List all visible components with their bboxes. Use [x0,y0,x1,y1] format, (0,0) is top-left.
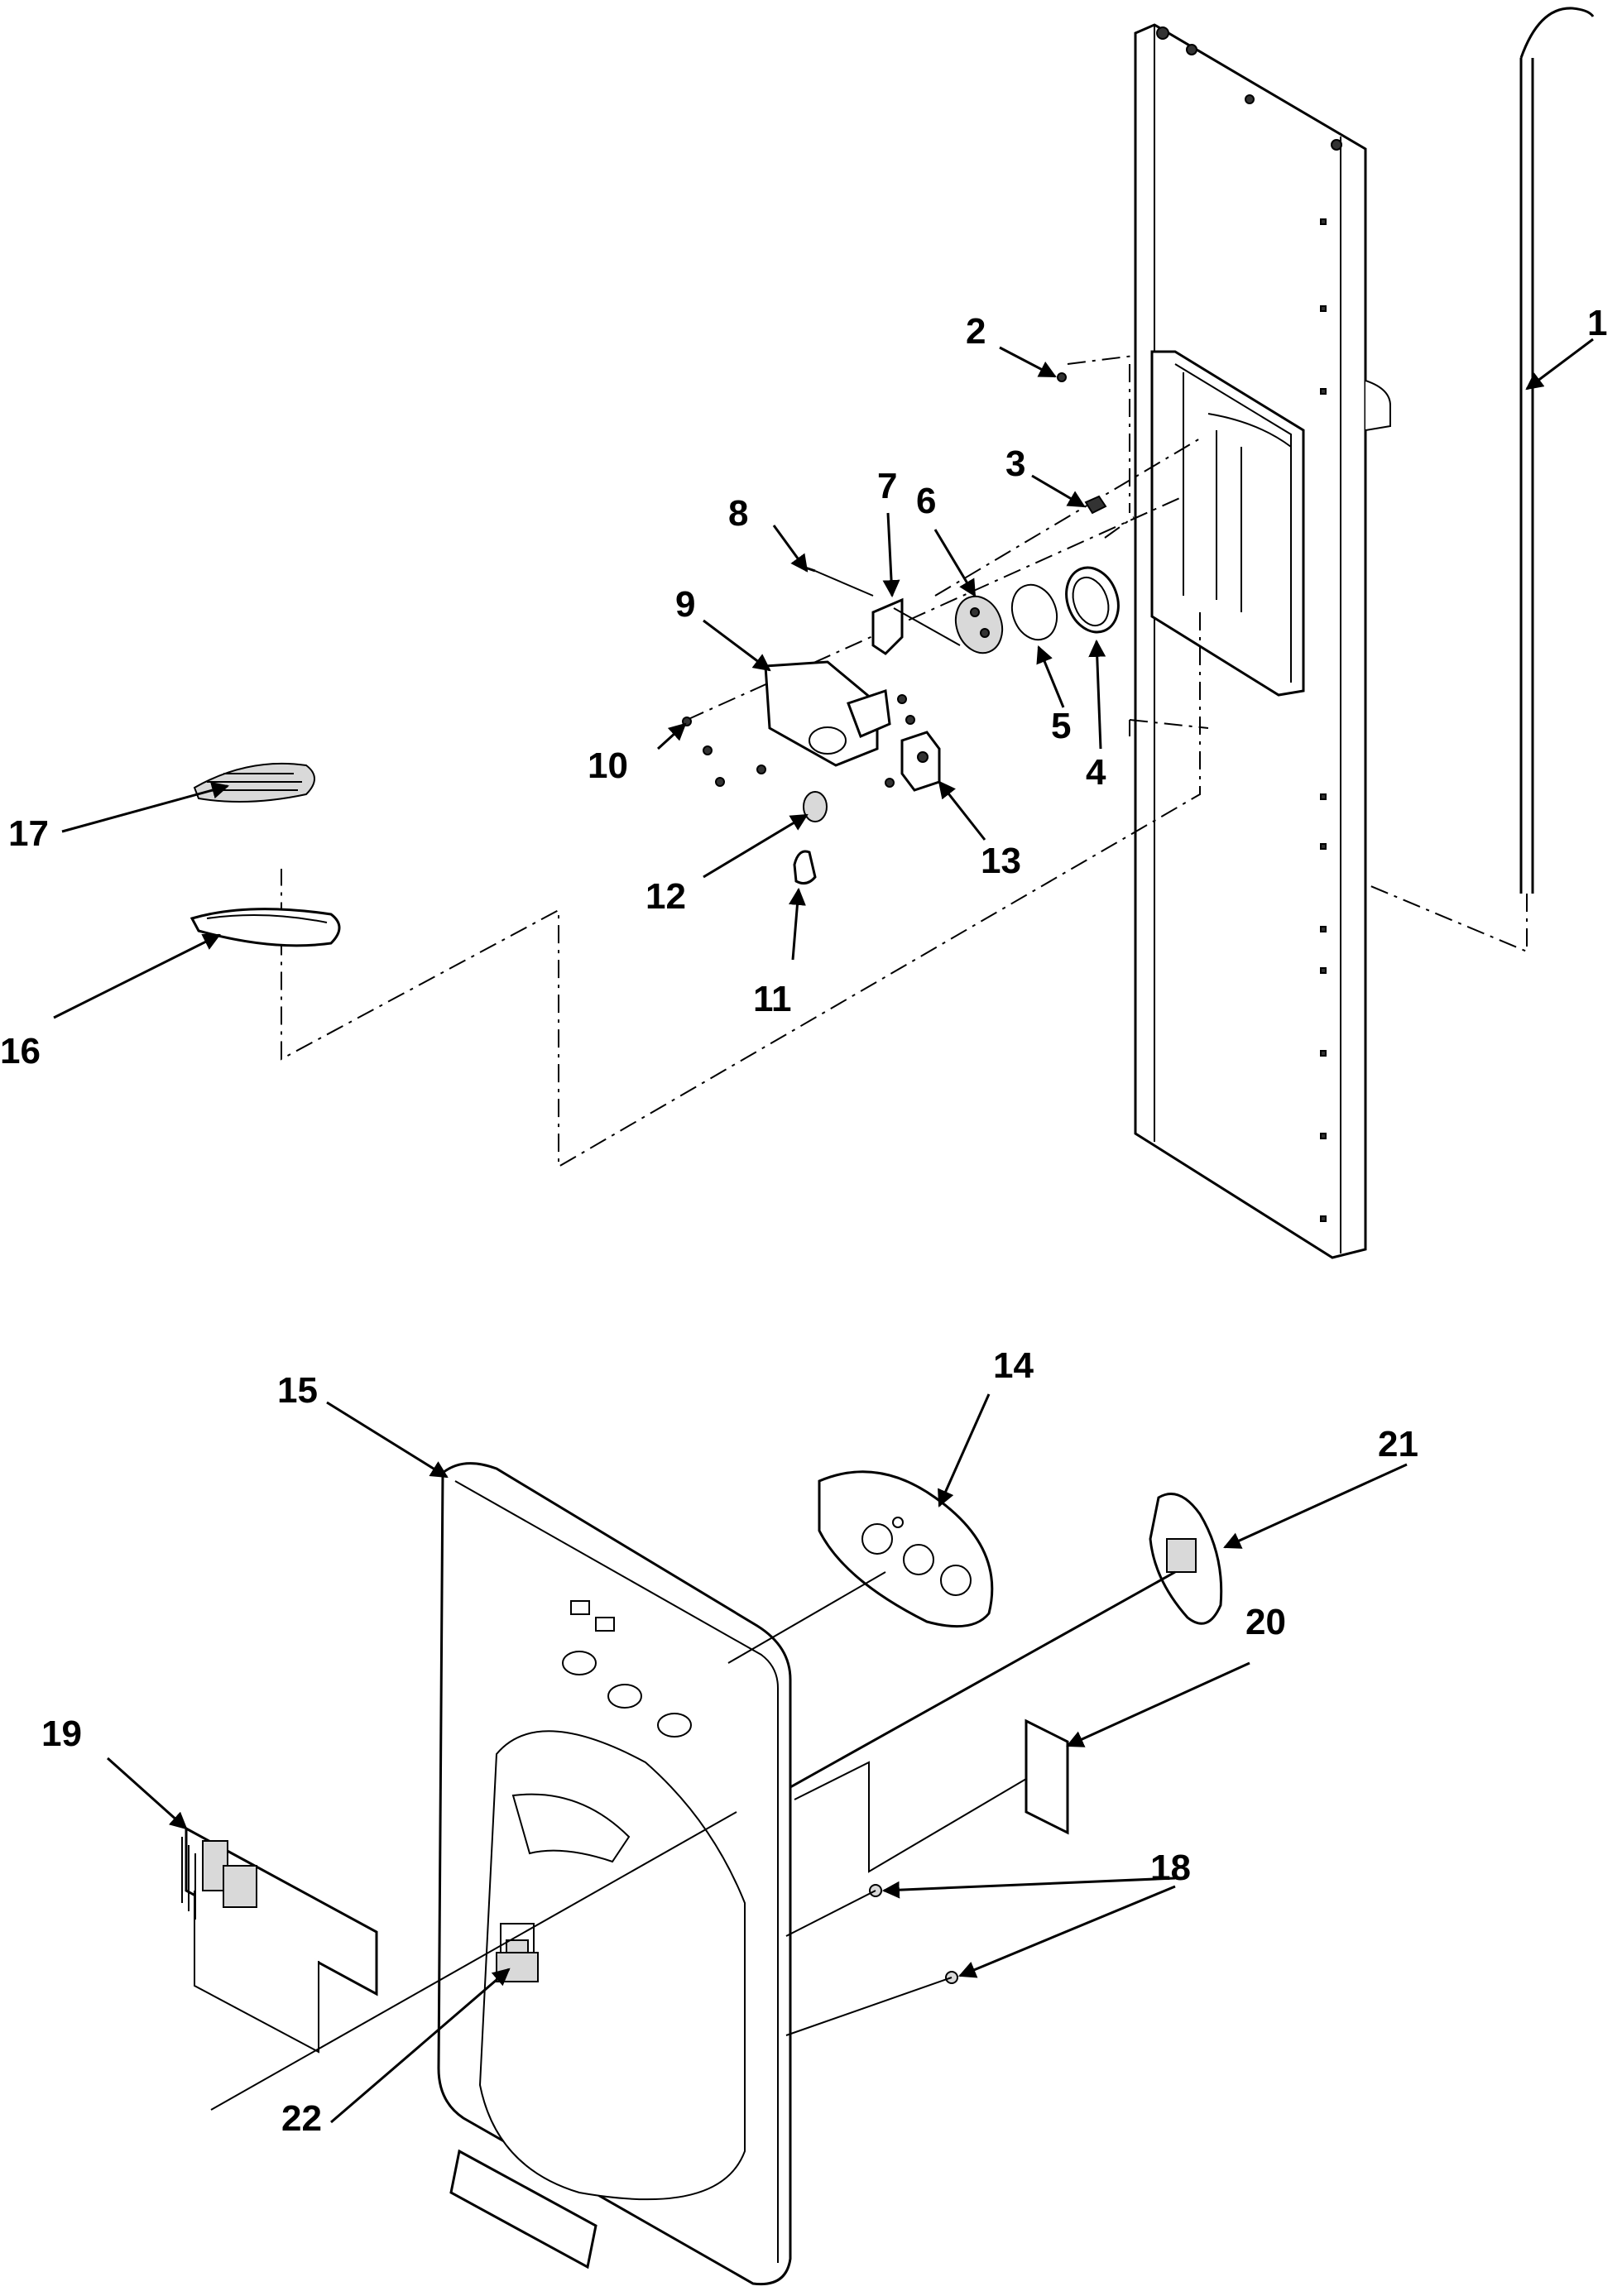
callout-1: 1 [1587,303,1607,343]
part-5-lens [1010,583,1058,641]
callout-3: 3 [1005,443,1025,484]
callout-2: 2 [966,311,986,352]
callout-4: 4 [1086,752,1106,793]
part-3-pad [1084,495,1107,515]
callout-16: 16 [0,1031,41,1071]
callout-14: 14 [993,1345,1034,1386]
part-22-switch [496,1952,539,1982]
panel-holes [1156,26,1342,1222]
callout-5: 5 [1051,706,1071,746]
callout-labels: 1 2 3 4 5 6 7 8 9 10 11 12 13 14 15 16 1… [0,303,1607,2139]
part-16-tray [190,908,341,947]
part-13-solenoid [900,731,941,792]
part-10-screws [682,717,895,788]
assembly-lines-bottom [210,1571,1027,2111]
part-8-spring [802,565,874,597]
part-4-ring [1065,566,1120,634]
part-9-bracket [764,660,915,767]
callout-9: 9 [675,584,695,625]
part-15-cover [437,1462,792,2286]
callout-12: 12 [645,876,686,917]
part-17-grille [193,762,315,803]
part-11-plug [793,850,817,885]
part-21-button [1149,1493,1223,1625]
part-12-actuator [803,791,828,822]
part-20-label [1025,1718,1069,1835]
callout-15: 15 [277,1370,318,1411]
assembly-lines-top [281,355,1209,1168]
callout-18: 18 [1150,1848,1191,1888]
part-14-gasket [818,1470,994,1628]
callout-6: 6 [916,481,936,521]
callout-21: 21 [1378,1424,1418,1464]
callout-22: 22 [281,2098,322,2139]
callout-8: 8 [728,493,748,534]
leader-lines [53,338,1594,2124]
part-7-lever [871,597,961,655]
part-6-housing [954,595,1004,654]
callout-7: 7 [877,466,897,506]
door-panel [1134,23,1391,1259]
callout-13: 13 [981,841,1021,881]
callout-19: 19 [41,1714,82,1754]
part-1-wire-tube [1348,7,1595,953]
part-2-screw [1057,372,1067,382]
callout-10: 10 [588,745,628,786]
callout-17: 17 [8,813,49,854]
callout-20: 20 [1245,1602,1286,1642]
callout-11: 11 [753,979,792,1019]
part-19-board [181,1826,378,2054]
part-18-screws [869,1884,958,1984]
